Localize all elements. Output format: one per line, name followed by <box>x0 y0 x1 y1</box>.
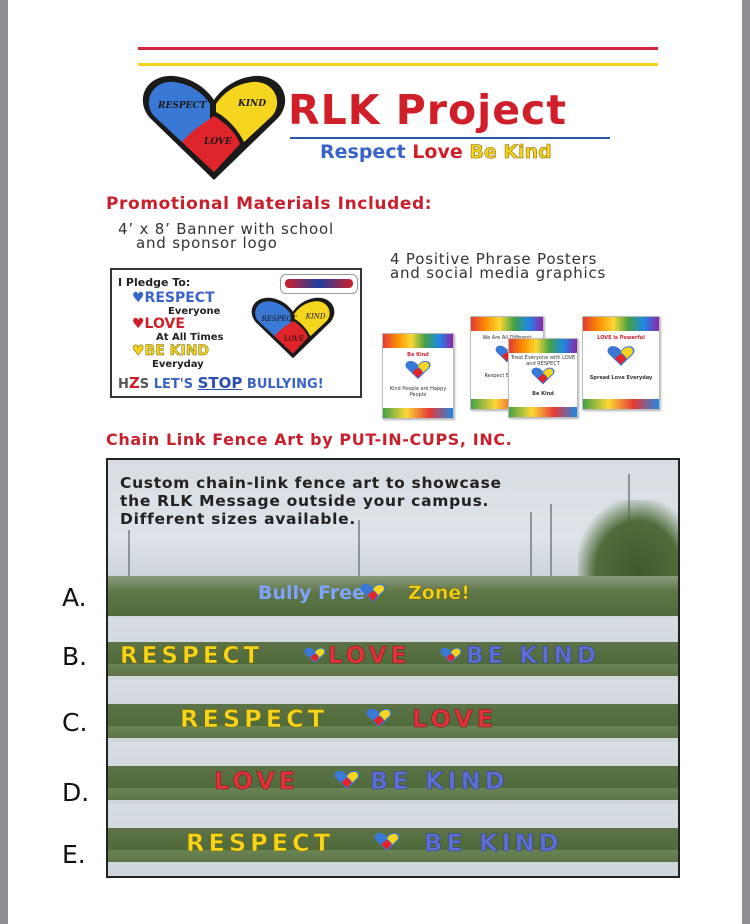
title-underline <box>290 137 610 139</box>
fence-d-be-kind: BE KIND <box>370 767 509 796</box>
fence-a-zone: Zone! <box>408 582 470 605</box>
option-label-c: C. <box>62 708 88 737</box>
fence-d-love: LOVE <box>214 767 300 796</box>
poster-love-powerful: LOVE is Powerful Spread Love Everyday <box>582 316 660 410</box>
banner-love: ♥LOVE <box>132 316 185 332</box>
light-pole <box>550 504 552 590</box>
fence-caption-line-1: Custom chain-link fence art to showcase <box>120 474 502 492</box>
banner-mockup: I Pledge To: ♥RESPECT Everyone ♥LOVE At … <box>110 268 362 398</box>
fence-b-be-kind: BE KIND <box>466 643 600 670</box>
option-label-d: D. <box>62 778 90 807</box>
banner-heart-love: LOVE <box>283 335 304 343</box>
promo-heading: Promotional Materials Included: <box>106 194 433 214</box>
fence-caption-line-3: Different sizes available. <box>120 510 356 528</box>
fence-caption: Custom chain-link fence art to showcase … <box>120 474 502 528</box>
option-label-b: B. <box>62 642 88 671</box>
option-label-a: A. <box>62 583 87 612</box>
fence-strip-b: RESPECT LOVE BE KIND <box>108 618 678 676</box>
fence-strip-d: LOVE BE KIND <box>108 742 678 800</box>
banner-description-line-2: and sponsor logo <box>136 234 278 252</box>
fence-e-be-kind: BE KIND <box>424 829 563 858</box>
tagline-kind: Be Kind <box>469 141 552 164</box>
tagline: Respect Love Be Kind <box>320 141 552 164</box>
banner-kind: ♥BE KIND <box>132 343 210 360</box>
rlk-heart-logo: RESPECT KIND LOVE <box>142 75 286 180</box>
sponsor-logo-badge <box>280 274 358 294</box>
poster-2-title: We Are All Different <box>482 335 532 341</box>
fence-strip-c: RESPECT LOVE <box>108 680 678 738</box>
banner-heart-kind: KIND <box>305 313 326 321</box>
poster-4-sub: Spread Love Everyday <box>589 375 653 381</box>
fence-e-respect: RESPECT <box>186 829 335 858</box>
banner-pledge-text: I Pledge To: <box>118 276 191 289</box>
poster-1-sub: Kind People are Happy People <box>389 386 447 398</box>
banner-footer: HZS LET'S STOP BULLYING! <box>118 374 324 392</box>
fence-c-love: LOVE <box>412 705 498 734</box>
banner-respect-sub: Everyone <box>168 306 221 317</box>
fence-a-heart-icon <box>360 583 386 603</box>
poster-treat-everyone: Treat Everyone with LOVE and RESPECT Be … <box>508 338 578 418</box>
banner-footer-lets: LET'S <box>153 377 194 392</box>
top-red-rule <box>138 47 658 50</box>
poster-3-title: Treat Everyone with LOVE and RESPECT <box>510 355 576 367</box>
option-label-e: E. <box>62 840 86 869</box>
fence-c-heart-icon <box>366 708 392 728</box>
fence-b-heart-icon-2 <box>440 647 462 664</box>
poster-be-kind: Be Kind Kind People are Happy People <box>382 333 454 419</box>
banner-love-sub: At All Times <box>156 332 224 343</box>
top-yellow-rule <box>138 63 658 66</box>
posters-description-line-1: 4 Positive Phrase Posters <box>390 250 598 268</box>
banner-heart-icon: RESPECT KIND LOVE <box>251 297 335 359</box>
fence-b-respect: RESPECT <box>120 643 264 670</box>
tagline-love: Love <box>412 141 463 163</box>
poster-4-heart-icon <box>607 346 635 366</box>
trees <box>578 500 678 590</box>
banner-kind-sub: Everyday <box>152 359 204 370</box>
fence-photo-panel: Custom chain-link fence art to showcase … <box>106 458 680 878</box>
poster-3-sub: Be Kind <box>532 391 554 397</box>
poster-3-heart-icon <box>531 367 555 385</box>
poster-1-heart-icon <box>405 360 431 380</box>
fence-strip-a: Bully Free Zone! <box>108 576 678 616</box>
banner-footer-z: Z <box>128 374 140 392</box>
fence-caption-line-2: the RLK Message outside your campus. <box>120 492 490 510</box>
fence-b-love: LOVE <box>328 643 411 670</box>
posters-description-line-2: and social media graphics <box>390 264 607 282</box>
banner-footer-stop: STOP <box>197 374 243 392</box>
fence-strip-e: RESPECT BE KIND <box>108 804 678 862</box>
poster-2-sub: Respect Everyone <box>484 373 530 379</box>
fence-heading: Chain Link Fence Art by PUT-IN-CUPS, INC… <box>106 430 513 449</box>
fence-e-heart-icon <box>374 832 400 852</box>
page-title: RLK Project <box>288 86 567 134</box>
light-pole <box>128 530 130 590</box>
poster-1-title: Be Kind <box>407 352 429 358</box>
fence-c-respect: RESPECT <box>180 705 329 734</box>
fence-b-heart-icon-1 <box>304 647 326 664</box>
tagline-respect: Respect <box>320 141 406 163</box>
banner-respect: ♥RESPECT <box>132 290 215 306</box>
logo-love-text: LOVE <box>203 137 232 147</box>
light-pole <box>358 520 360 590</box>
logo-respect-text: RESPECT <box>157 101 208 111</box>
poster-4-title: LOVE is Powerful <box>597 335 645 341</box>
banner-footer-bullying: BULLYING! <box>246 377 324 392</box>
banner-footer-s: S <box>139 377 150 392</box>
light-pole <box>530 512 532 590</box>
logo-kind-text: KIND <box>237 99 266 109</box>
banner-footer-h: H <box>118 377 129 392</box>
fence-d-heart-icon <box>334 770 360 790</box>
banner-heart-respect: RESPECT <box>261 315 298 323</box>
fence-a-bully-free: Bully Free <box>258 582 365 604</box>
document-page: RESPECT KIND LOVE RLK Project Respect Lo… <box>8 0 742 924</box>
banner-description-line-1: 4’ x 8’ Banner with school <box>118 220 334 238</box>
